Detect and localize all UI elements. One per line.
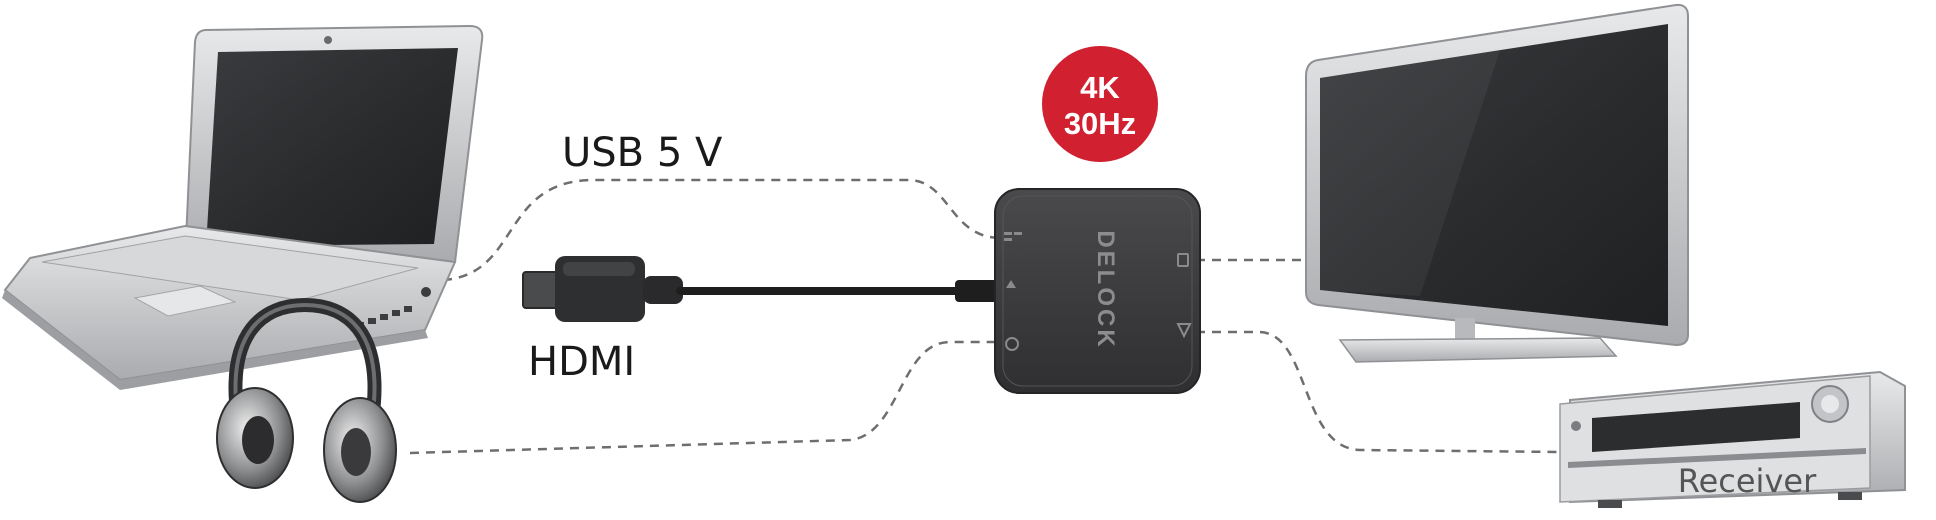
adapter-icon: DELOCK: [994, 188, 1201, 394]
usb-label: USB 5 V: [562, 130, 723, 176]
hdmi-label: HDMI: [528, 339, 635, 385]
badge-line2: 30Hz: [1064, 106, 1136, 141]
receiver-icon: Receiver: [1559, 370, 1906, 508]
usb-connection-line: [442, 178, 1001, 282]
hdmi-cable-end: [955, 280, 1000, 302]
hdmi-plug-icon: [522, 256, 683, 322]
receiver-connection-line: [1196, 330, 1561, 454]
tv-icon: [1305, 3, 1689, 363]
headphones-icon: [216, 297, 397, 503]
laptop-icon: [2, 24, 484, 390]
adapter-brand-text: DELOCK: [1092, 230, 1119, 349]
badge-line1: 4K: [1080, 70, 1120, 105]
resolution-badge: 4K 30Hz: [1042, 46, 1158, 162]
connection-lines: [409, 178, 1561, 455]
receiver-label: Receiver: [1678, 462, 1817, 500]
audio-connection-line: [409, 340, 1000, 455]
